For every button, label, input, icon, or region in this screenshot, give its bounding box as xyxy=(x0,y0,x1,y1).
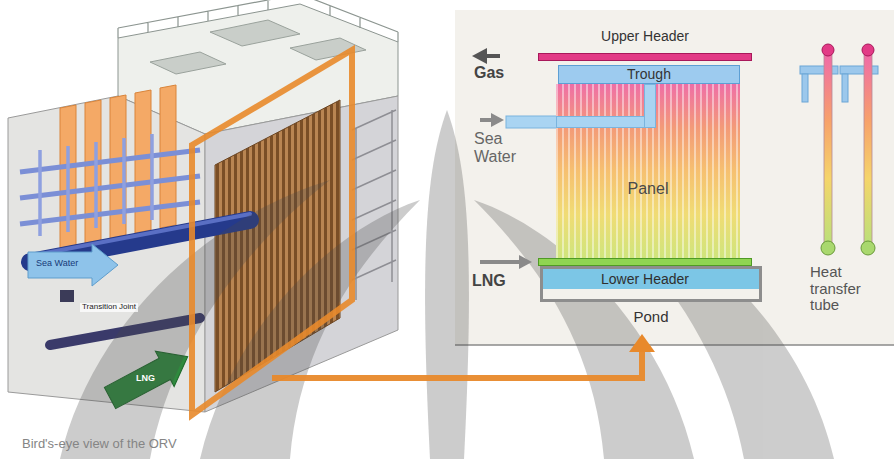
upper-header-bar xyxy=(538,53,752,61)
seawater-pipe xyxy=(506,116,558,128)
diagram-ground xyxy=(455,10,894,345)
trough: Trough xyxy=(558,65,740,84)
tube-top xyxy=(822,44,834,56)
trough-section xyxy=(842,74,848,102)
seawater-arrow xyxy=(28,244,118,286)
gas-arrowhead xyxy=(472,48,487,64)
seawater-pipe xyxy=(556,116,656,128)
flow-label: LNG xyxy=(136,374,155,384)
section-arrow xyxy=(272,350,642,378)
upper-header: Upper Header xyxy=(538,28,752,62)
figure-caption: Bird's-eye view of the ORV xyxy=(22,437,177,451)
flow-label: LNG xyxy=(472,272,506,290)
roof-unit xyxy=(210,20,300,46)
section-arrowhead xyxy=(629,334,655,352)
seawater-pipe xyxy=(20,150,200,224)
node-text: Pond xyxy=(633,308,668,325)
flow-label: Gas xyxy=(474,64,504,82)
lng-in-arrow xyxy=(480,260,522,264)
roof-unit xyxy=(150,52,226,74)
riser-pipe xyxy=(40,134,152,236)
orv-building xyxy=(8,0,398,416)
watermark-column xyxy=(425,110,469,459)
flow-label: Sea Water xyxy=(36,259,78,269)
orange-panel xyxy=(85,100,101,243)
node-text: Trough xyxy=(627,67,671,82)
section-frame xyxy=(192,50,352,415)
ground-rule xyxy=(455,344,894,346)
tube-bottom xyxy=(821,241,835,255)
tube-bottom xyxy=(861,241,875,255)
node-text: Lower Header xyxy=(601,271,689,287)
node-text: Panel xyxy=(628,180,669,198)
tube xyxy=(864,54,872,246)
tube-top xyxy=(862,44,874,56)
seawater-in-arrowhead xyxy=(491,113,504,127)
transition-joint xyxy=(60,290,74,302)
heat-transfer-tube-icon xyxy=(800,44,878,255)
panel: Panel xyxy=(556,84,740,258)
seawater-riser xyxy=(644,84,656,128)
part-label: Transition Joint xyxy=(80,303,138,312)
flow-label: Sea Water xyxy=(474,130,524,165)
lower-header-bar xyxy=(538,258,752,266)
part-label: Heat transfer tube xyxy=(810,264,888,314)
lng-in-arrowhead xyxy=(519,255,532,269)
trough-section xyxy=(802,74,808,102)
node-text: Upper Header xyxy=(601,28,689,44)
tube xyxy=(824,54,832,246)
